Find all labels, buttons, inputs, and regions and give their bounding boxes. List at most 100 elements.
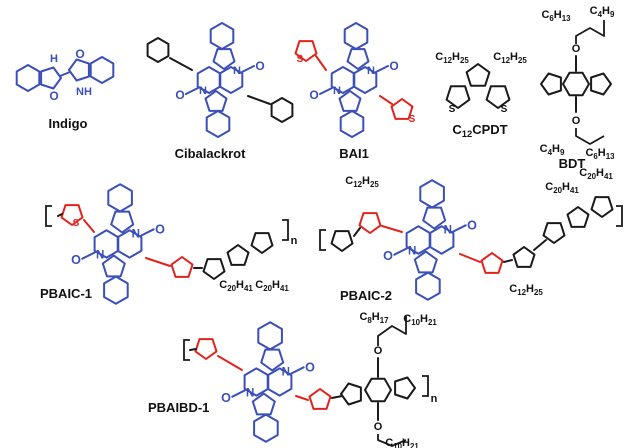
pbaibd1-label: PBAIBD-1 <box>148 400 209 415</box>
oxygen-atom: O <box>309 88 318 102</box>
thiophene-ring <box>202 258 226 280</box>
pyrrole-ring <box>101 254 126 278</box>
thiophene-ring <box>445 85 471 109</box>
benzo-ring <box>89 56 115 84</box>
phenyl-ring <box>146 37 170 63</box>
c12h25-label: C12H25 <box>493 51 527 65</box>
oxygen-atom: O <box>49 89 58 103</box>
alkyl-chain <box>377 316 407 346</box>
oxygen-atom: O <box>221 391 231 405</box>
nitrogen-atom: N <box>233 65 241 77</box>
nh-group: NH <box>76 86 92 98</box>
polymer-bracket <box>282 219 289 241</box>
benzo-ring <box>253 413 279 443</box>
thiophene-ring <box>542 222 566 244</box>
cibalackrot-label: Cibalackrot <box>175 146 246 161</box>
bond <box>381 225 403 233</box>
c4h9-label: C4H9 <box>590 5 615 19</box>
carbonyl-bond <box>375 65 389 73</box>
sulfur-atom: S <box>297 54 304 65</box>
c20h41-label: C20H41 <box>255 279 289 293</box>
polymer-bracket <box>422 375 429 397</box>
phenyl-ring <box>270 97 294 123</box>
carbonyl-bond <box>319 87 333 95</box>
c12h25-label: C12H25 <box>345 175 379 189</box>
oxygen-atom: O <box>467 219 477 233</box>
bond <box>379 95 393 105</box>
bond <box>295 395 309 401</box>
carbonyl-bond <box>140 228 155 237</box>
double-bond <box>59 71 71 77</box>
oxygen-atom: O <box>175 88 184 102</box>
benzene-ring <box>364 377 392 403</box>
benzo-ring <box>107 183 133 213</box>
core-ring <box>116 229 143 259</box>
core-ring <box>266 367 293 397</box>
alkyl-chain <box>575 20 605 44</box>
oxygen-atom: O <box>374 345 383 357</box>
bond <box>57 213 63 217</box>
pyrrole-ring <box>413 250 438 274</box>
polymer-bracket <box>183 339 190 361</box>
pyrrole-ring <box>204 90 228 112</box>
bond <box>217 355 243 371</box>
carbonyl-bond <box>185 87 199 95</box>
c8h17-label: C8H17 <box>359 311 389 325</box>
polymer-bracket <box>45 205 52 227</box>
thiophene-ring <box>540 72 562 96</box>
benzo-ring <box>343 22 369 50</box>
bond <box>83 219 95 233</box>
sulfur-atom: S <box>409 114 416 125</box>
bdt-label: BDT <box>559 156 586 171</box>
thiophene-ring <box>480 252 504 274</box>
thiophene-ring <box>194 338 218 360</box>
nitrogen-atom: N <box>444 225 452 237</box>
carbonyl-bond <box>81 251 96 260</box>
pbaic2-label: PBAIC-2 <box>340 288 392 303</box>
thiophene-ring <box>358 212 382 234</box>
thiophene-ring <box>512 246 536 268</box>
core-ring <box>428 225 455 255</box>
bond <box>353 227 361 237</box>
thiophene-ring <box>170 256 194 278</box>
polymer-bracket <box>319 229 326 251</box>
nitrogen-atom: N <box>367 65 375 77</box>
bond <box>503 259 513 263</box>
thiophene-ring <box>250 232 274 254</box>
sulfur-atom: S <box>449 104 456 115</box>
oxygen-atom: O <box>383 249 393 263</box>
bond <box>315 55 327 71</box>
benzo-ring <box>419 179 445 209</box>
thiophene-ring <box>590 196 614 218</box>
c10h21-label: C10H21 <box>403 313 437 327</box>
c6h13-label: C6H13 <box>541 9 571 23</box>
pyrrole-ring <box>251 392 276 416</box>
c20h41-label: C20H41 <box>545 181 579 195</box>
nitrogen-atom: N <box>333 85 341 97</box>
cyclopentadiene-ring <box>465 63 491 87</box>
thiophene-ring <box>308 388 332 410</box>
oxygen-atom: O <box>305 361 315 375</box>
alkyl-chain <box>575 128 605 145</box>
benzo-ring <box>205 110 231 138</box>
pyrrole-ring <box>68 58 90 82</box>
c10h21-label: C10H21 <box>385 437 419 448</box>
thiophene-ring <box>390 98 414 120</box>
thiophene-ring <box>485 85 511 109</box>
thiophene-ring <box>340 382 362 406</box>
nitrogen-atom: N <box>408 246 416 258</box>
sulfur-atom: S <box>501 104 508 115</box>
repeat-n: n <box>291 235 298 247</box>
oxygen-atom: O <box>255 59 264 73</box>
pyrrole-ring <box>422 206 447 230</box>
polymer-bracket <box>616 205 623 227</box>
carbonyl-bond <box>452 224 467 233</box>
bond <box>169 57 193 71</box>
bond <box>459 253 481 263</box>
molecule-drawings <box>15 20 623 447</box>
thiophene-ring <box>330 230 354 252</box>
sulfur-atom: S <box>73 218 80 229</box>
benzo-ring <box>15 64 41 92</box>
oxygen-atom: O <box>71 253 81 267</box>
